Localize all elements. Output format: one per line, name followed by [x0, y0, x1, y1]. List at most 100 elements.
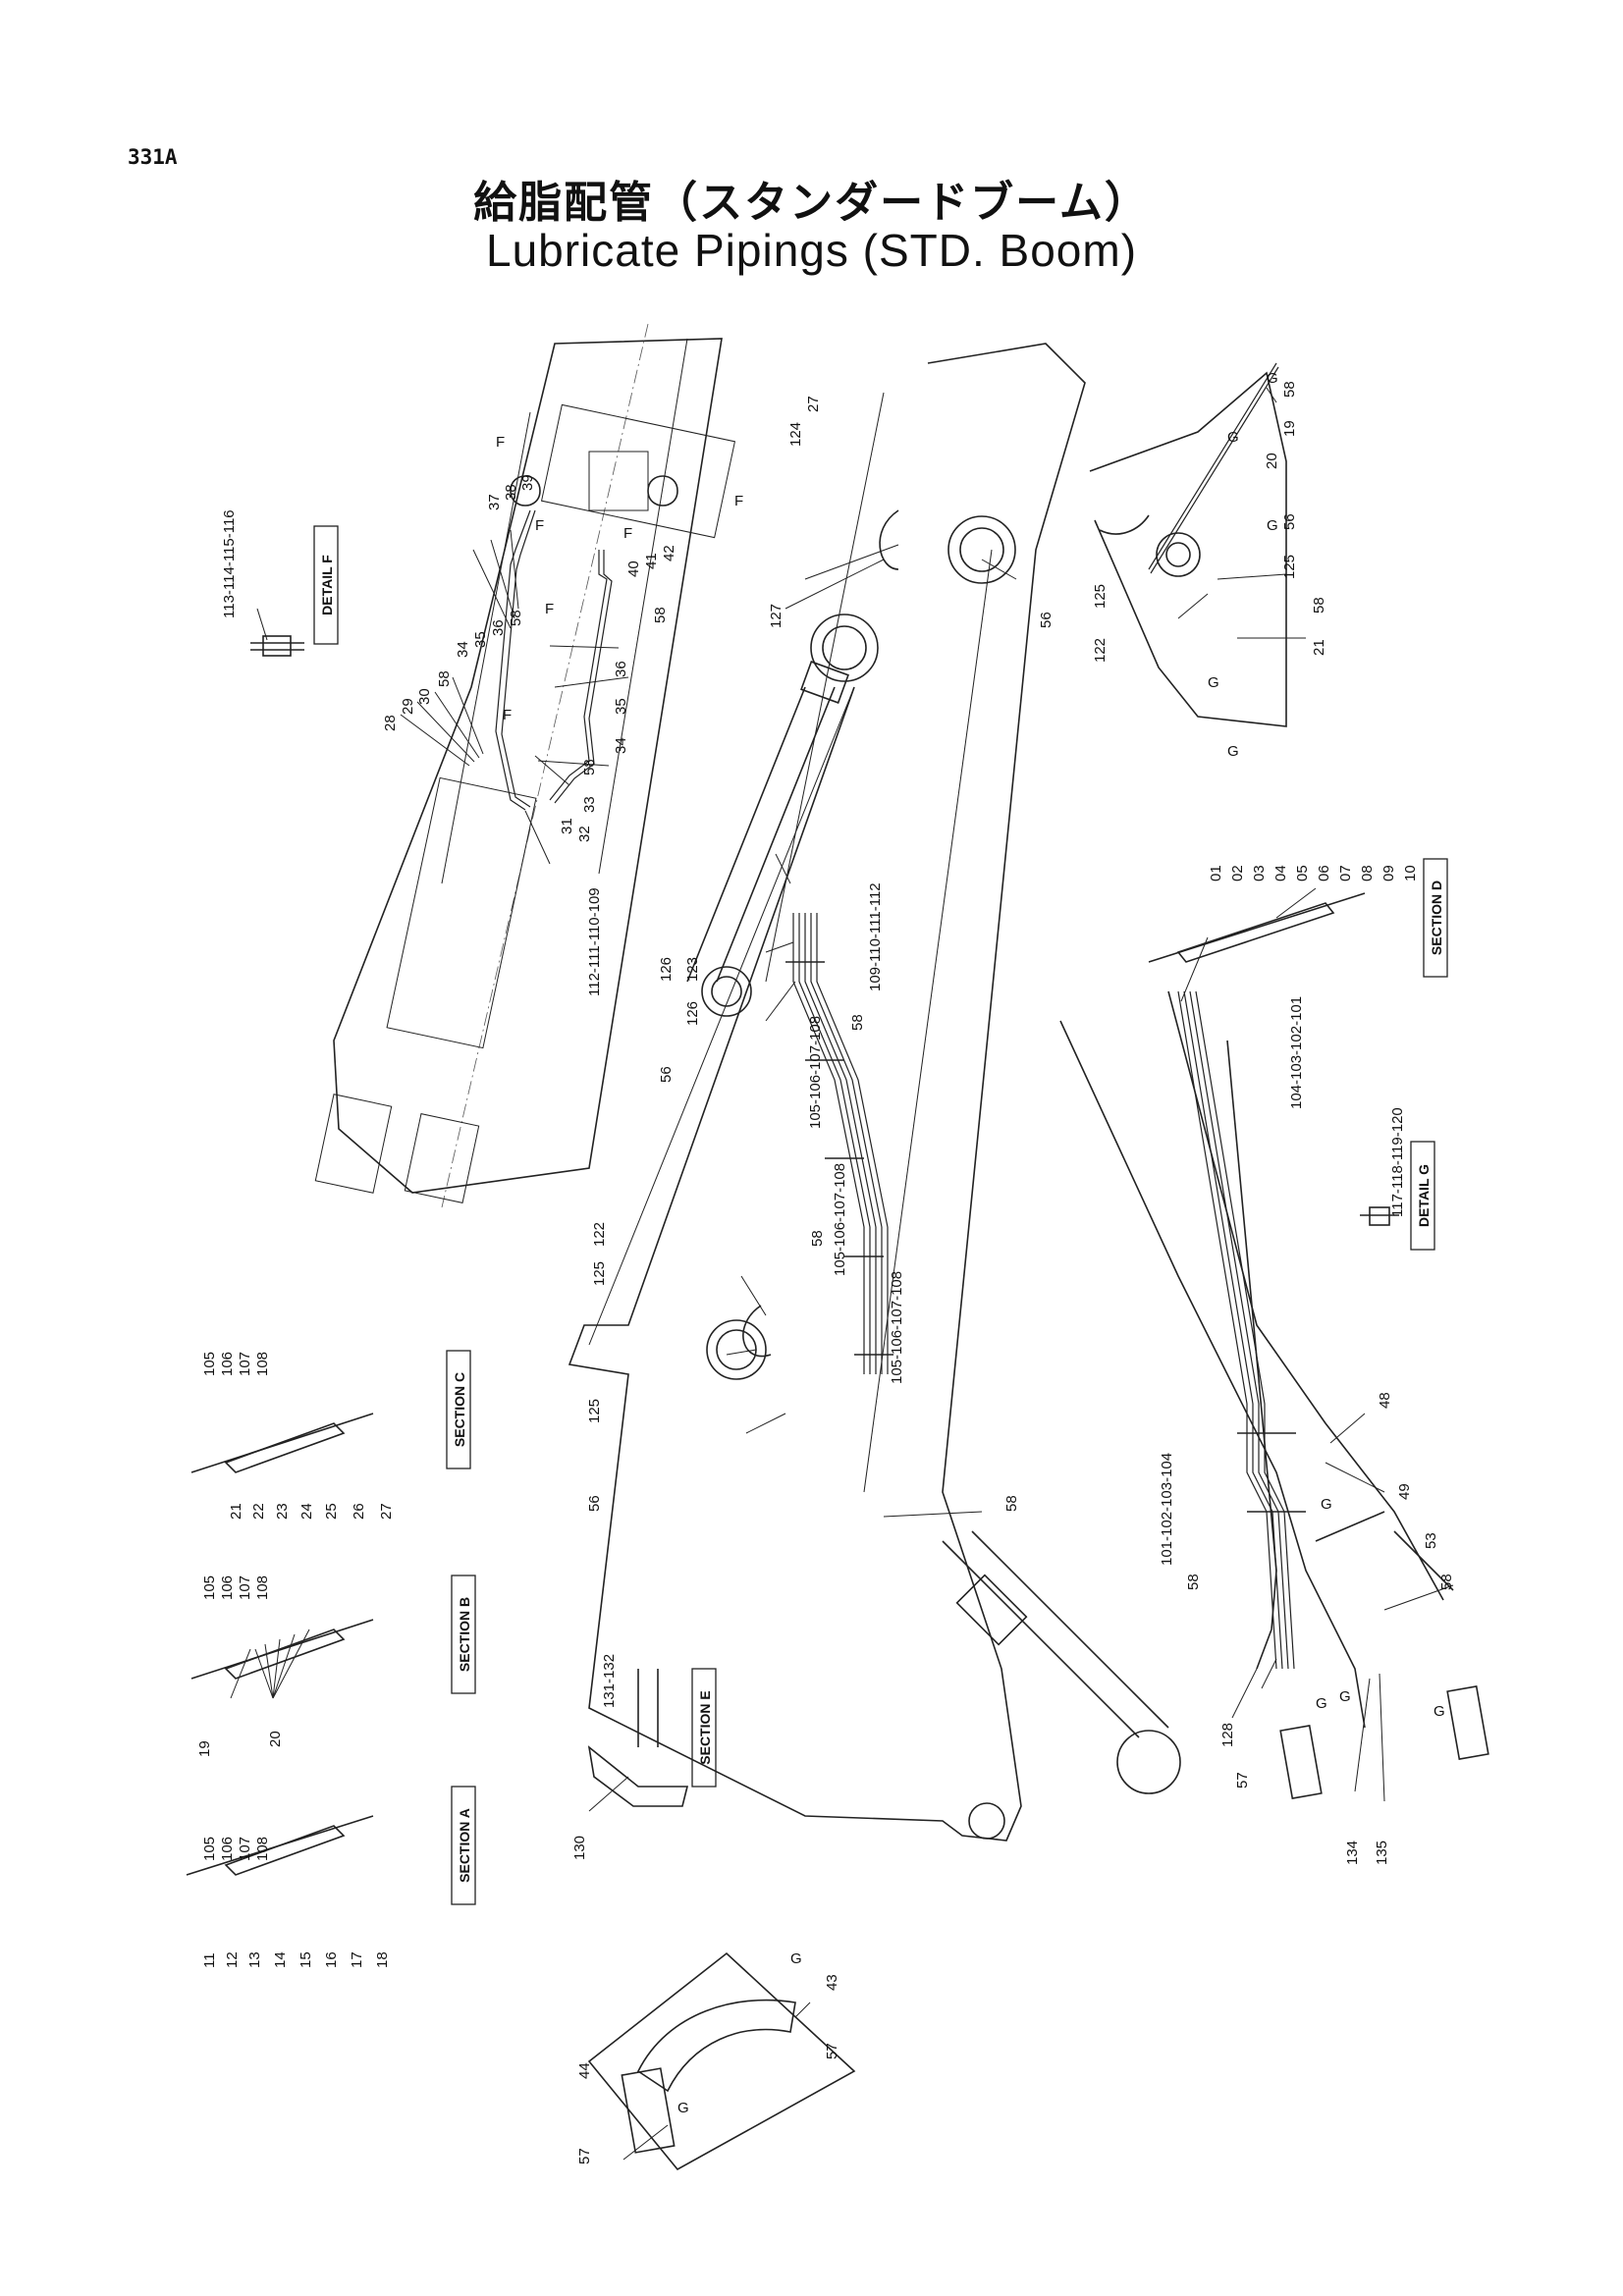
grease-mark-k: G: [677, 2100, 689, 2116]
callout-09: 09: [1380, 865, 1397, 881]
callout-44: 44: [576, 2062, 593, 2079]
svg-text:SECTION C: SECTION C: [452, 1372, 467, 1447]
callout-58-b: 58: [508, 610, 524, 626]
callout-10: 10: [1402, 865, 1419, 881]
callout-108-b: 108: [254, 1575, 271, 1600]
grease-mark-i: G: [1434, 1703, 1445, 1720]
callout-108-c: 108: [254, 1352, 271, 1376]
callout-57-b: 57: [576, 2148, 593, 2164]
callout-57-c: 57: [824, 2043, 840, 2059]
callout-21: 21: [228, 1503, 244, 1520]
callout-27-b: 27: [805, 396, 822, 412]
callout-37: 37: [486, 494, 503, 510]
arm-drawing: [314, 323, 736, 1208]
callout-43: 43: [824, 1974, 840, 1991]
callout-16: 16: [323, 1951, 340, 1968]
boxed-labels: DETAIL F DETAIL G SECTION A SECTION B SE…: [313, 525, 1448, 1905]
callout-36-b: 36: [613, 661, 629, 677]
callout-48: 48: [1377, 1392, 1393, 1409]
callout-15: 15: [298, 1951, 314, 1968]
callout-124: 124: [787, 422, 804, 447]
callout-105-108-c: 105-106-107-108: [889, 1271, 905, 1384]
callout-32: 32: [576, 826, 593, 842]
fitting-mark-c: F: [623, 525, 632, 542]
callout-105-a: 105: [201, 1837, 218, 1861]
callout-56-c: 56: [586, 1495, 603, 1512]
callout-25: 25: [323, 1503, 340, 1520]
section-b-box: SECTION B: [451, 1575, 476, 1694]
callout-58-c: 58: [652, 607, 669, 623]
callout-57-a: 57: [1234, 1772, 1251, 1789]
detail-g-box: DETAIL G: [1410, 1141, 1435, 1251]
callout-01: 01: [1208, 865, 1224, 881]
callout-105-108-b: 105-106-107-108: [832, 1163, 848, 1276]
callout-107-a: 107: [237, 1837, 253, 1861]
grease-mark-c: G: [1267, 517, 1278, 534]
grease-mark-e: G: [1227, 743, 1239, 760]
callout-07: 07: [1337, 865, 1354, 881]
callout-20: 20: [267, 1731, 284, 1747]
page-number: 331A: [128, 145, 178, 169]
callout-34: 34: [455, 641, 471, 658]
callout-31: 31: [559, 818, 575, 834]
section-e-box: SECTION E: [691, 1668, 717, 1788]
callout-134: 134: [1344, 1841, 1361, 1865]
callout-56-b: 56: [658, 1066, 675, 1083]
svg-text:SECTION A: SECTION A: [457, 1808, 472, 1883]
callout-125-d: 125: [1092, 584, 1109, 609]
callout-34-b: 34: [613, 737, 629, 754]
callout-108-a: 108: [254, 1837, 271, 1861]
callout-58-j: 58: [1185, 1574, 1202, 1590]
callout-19: 19: [196, 1740, 213, 1757]
callout-105-108-a: 105-106-107-108: [807, 1016, 824, 1129]
callout-35-b: 35: [613, 698, 629, 715]
callout-14: 14: [272, 1951, 289, 1968]
callout-122-a: 122: [591, 1222, 608, 1247]
callout-109-112: 109-110-111-112: [867, 882, 884, 991]
grease-mark-h: G: [1339, 1688, 1351, 1705]
fitting-mark-e: F: [545, 601, 554, 617]
callout-18: 18: [374, 1951, 391, 1968]
callout-107-c: 107: [237, 1352, 253, 1376]
svg-text:DETAIL F: DETAIL F: [319, 555, 335, 615]
section-a-box: SECTION A: [451, 1786, 476, 1905]
callout-58-i: 58: [1311, 597, 1327, 614]
callout-130: 130: [571, 1836, 588, 1860]
callout-53: 53: [1423, 1532, 1439, 1549]
callout-125-c: 125: [1281, 555, 1298, 579]
callout-58-a: 58: [436, 670, 453, 687]
callout-58-e: 58: [849, 1014, 866, 1031]
svg-text:DETAIL G: DETAIL G: [1416, 1164, 1432, 1227]
section-d-box: SECTION D: [1423, 858, 1448, 978]
callout-40: 40: [625, 561, 642, 577]
grease-mark-f: G: [1321, 1496, 1332, 1513]
callout-58-g: 58: [1003, 1495, 1020, 1512]
callout-58-k: 58: [1438, 1574, 1455, 1590]
callout-20-d: 20: [1264, 453, 1280, 469]
fitting-mark-b: F: [535, 517, 544, 534]
callout-29: 29: [400, 698, 416, 715]
fitting-mark-a: F: [496, 434, 505, 451]
fitting-mark-d: F: [734, 493, 743, 509]
callout-56-d: 56: [1281, 513, 1298, 530]
callout-36: 36: [490, 619, 507, 636]
section-sketches: [186, 635, 1399, 2171]
callout-125-b: 125: [586, 1399, 603, 1423]
callout-38: 38: [503, 484, 519, 501]
callout-numbers: 113-114-115-116 117-118-119-120 112-111-…: [196, 370, 1455, 2164]
callout-128: 128: [1219, 1723, 1236, 1747]
callout-13: 13: [246, 1951, 263, 1968]
callout-06: 06: [1316, 865, 1332, 881]
callout-112-109: 112-111-110-109: [586, 887, 603, 996]
callout-122-b: 122: [1092, 638, 1109, 663]
svg-text:SECTION E: SECTION E: [697, 1690, 713, 1764]
grease-mark-a: G: [1267, 370, 1278, 387]
callout-11: 11: [201, 1952, 218, 1968]
callout-27: 27: [378, 1503, 395, 1520]
callout-106-b: 106: [219, 1575, 236, 1600]
callout-58-f: 58: [809, 1230, 826, 1247]
section-c-box: SECTION C: [446, 1350, 471, 1469]
callout-127: 127: [768, 604, 784, 628]
